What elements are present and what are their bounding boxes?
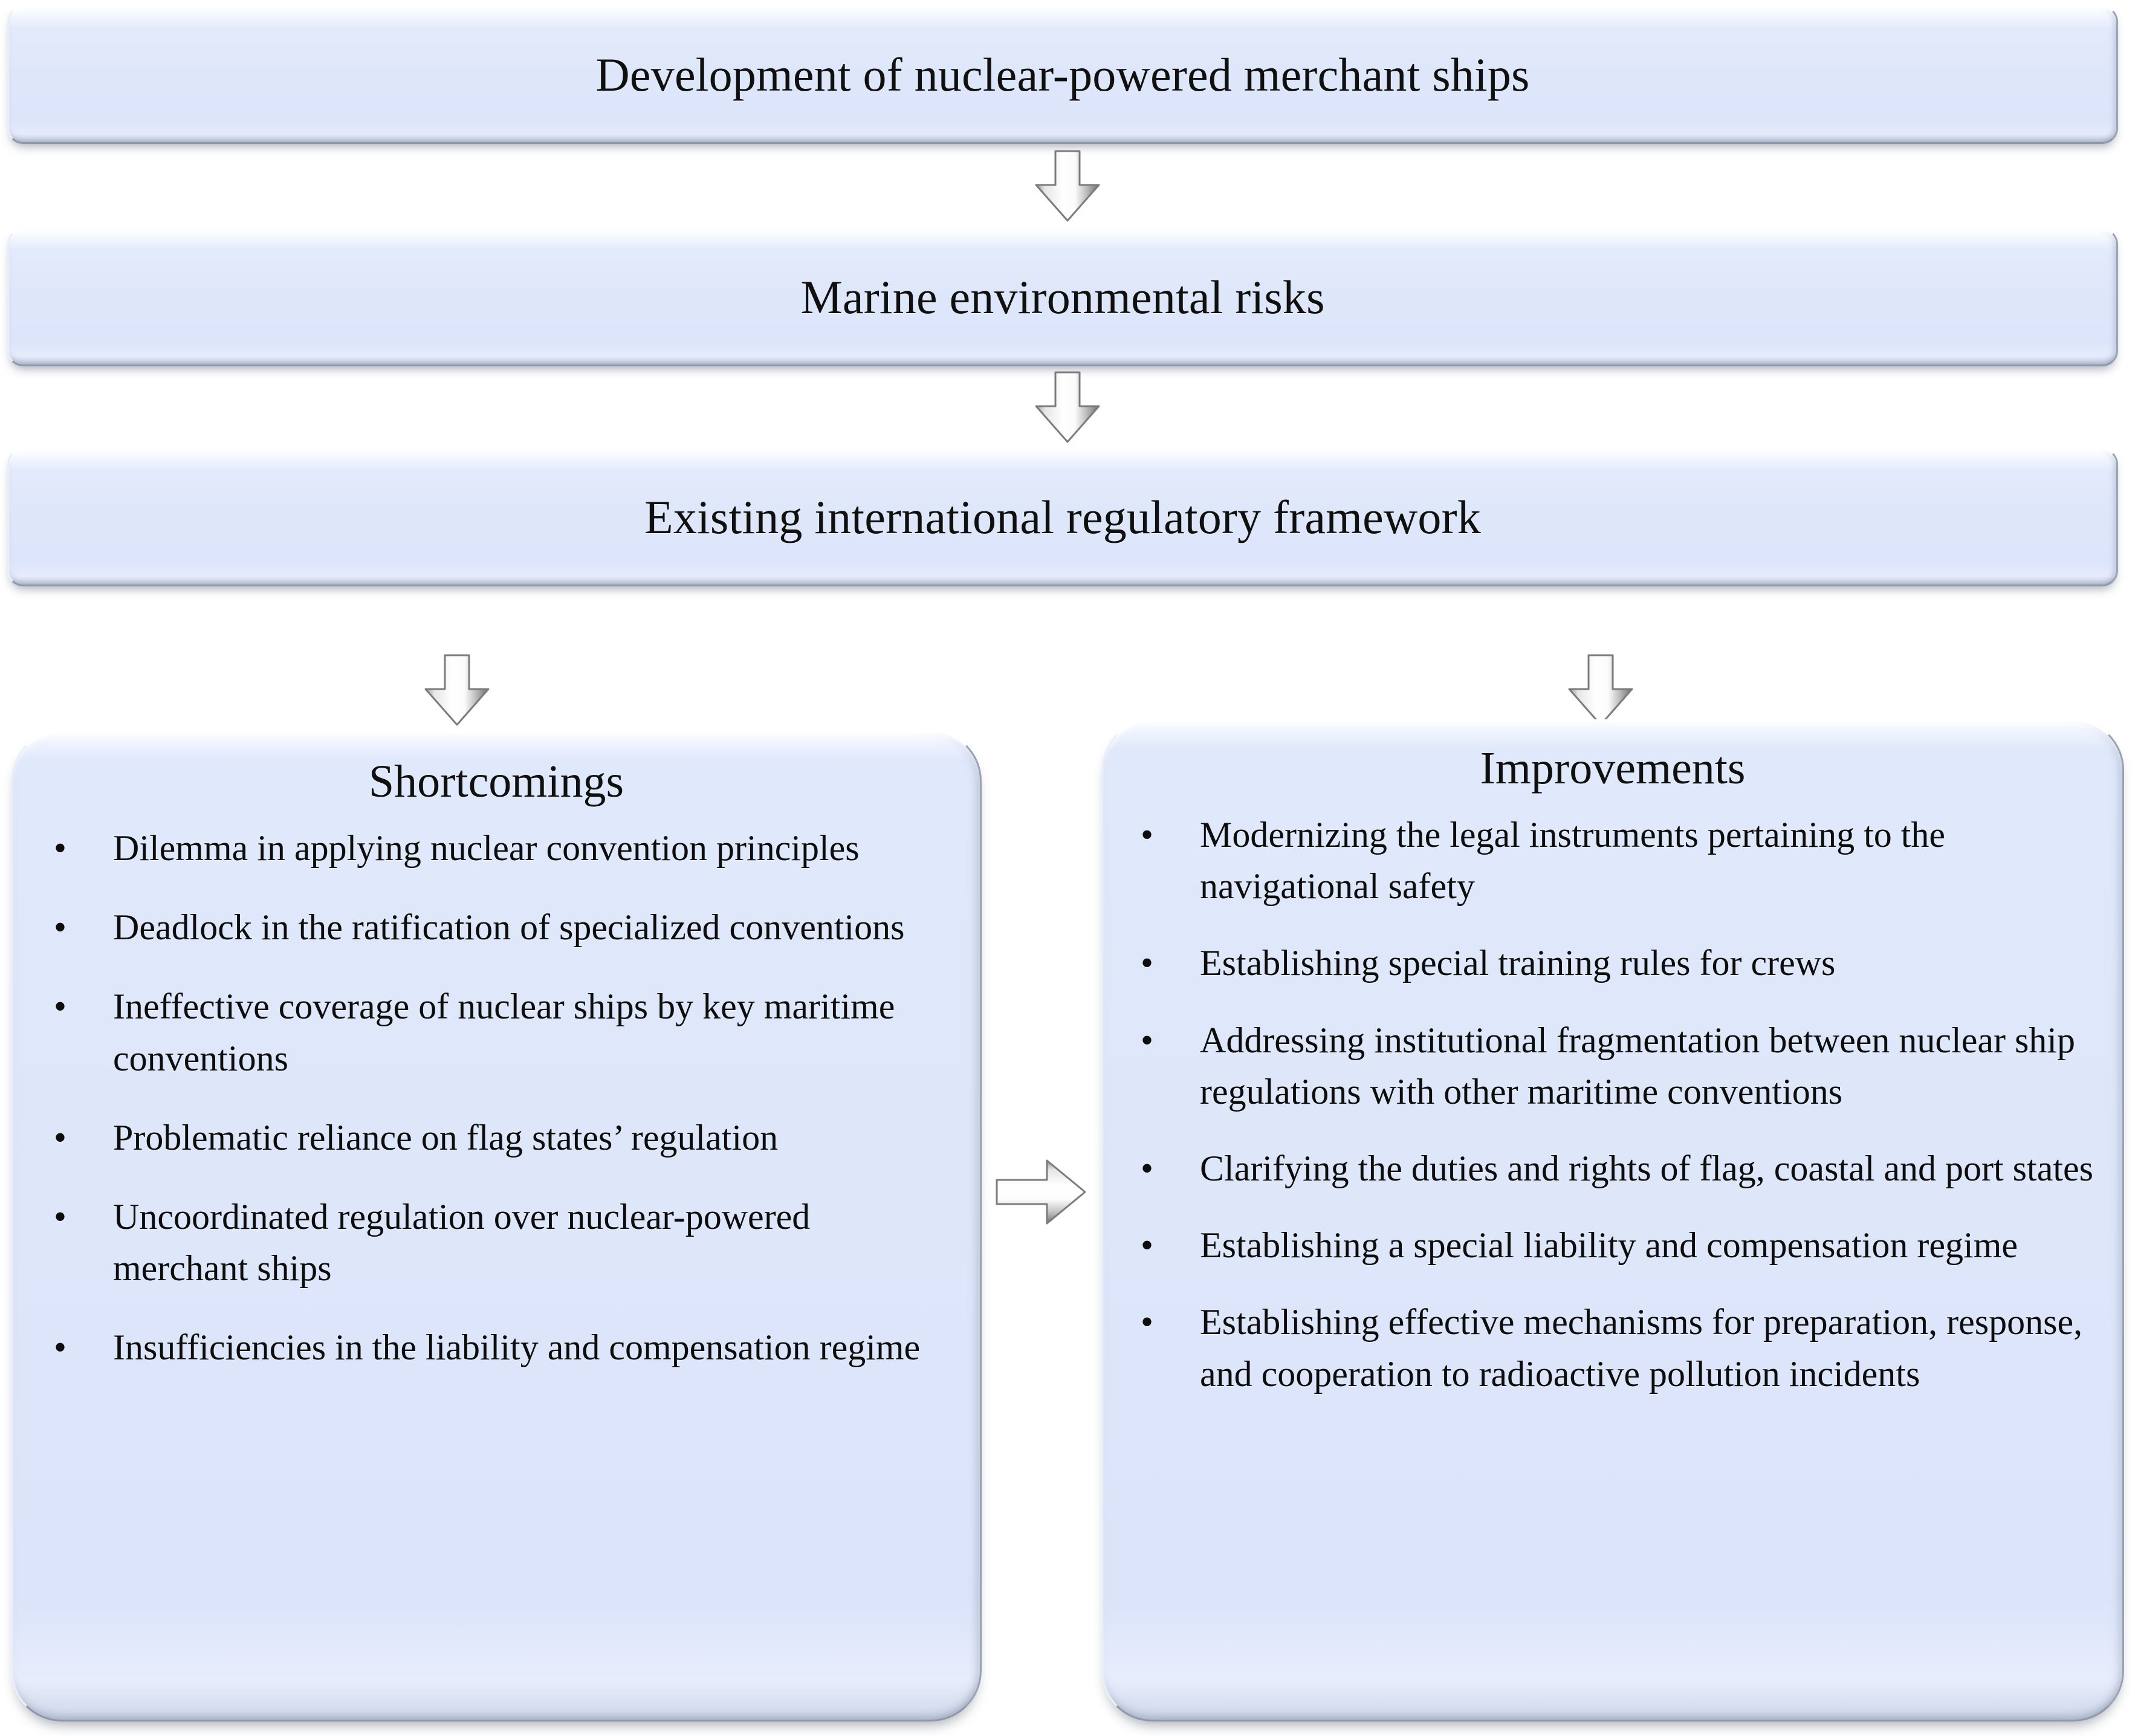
bullet-icon: •	[1141, 1302, 1154, 1342]
bullet-icon: •	[1141, 943, 1154, 983]
list-item-text: Problematic reliance on flag states’ reg…	[113, 1117, 779, 1158]
list-item: • Establishing a special liability and co…	[1127, 1220, 2095, 1271]
bullet-icon: •	[54, 828, 67, 868]
arrow-risks-to-framework	[1028, 371, 1107, 444]
bullet-icon: •	[1141, 1225, 1154, 1266]
list-item: • Ineffective coverage of nuclear ships b…	[40, 981, 947, 1084]
panel-improvements-title: Improvements	[1480, 743, 1746, 794]
panel-shortcomings: Shortcomings • Dilemma in applying nuclea…	[11, 730, 982, 1721]
bullet-icon: •	[1141, 1020, 1154, 1060]
bullet-icon: •	[54, 986, 67, 1027]
list-item: • Uncoordinated regulation over nuclear-p…	[40, 1191, 947, 1294]
list-item-text: Modernizing the legal instruments pertai…	[1200, 815, 1946, 907]
improvements-list: • Modernizing the legal instruments perta…	[1103, 809, 2122, 1400]
list-item-text: Establishing special training rules for …	[1200, 943, 1836, 983]
node-marine-risks-label: Marine environmental risks	[800, 271, 1325, 324]
shortcomings-list: • Dilemma in applying nuclear convention …	[13, 823, 980, 1374]
list-item-text: Insufficiencies in the liability and com…	[113, 1327, 921, 1368]
list-item-text: Uncoordinated regulation over nuclear-po…	[113, 1196, 811, 1289]
panel-shortcomings-title: Shortcomings	[368, 756, 624, 807]
list-item-text: Clarifying the duties and rights of flag…	[1200, 1148, 2093, 1188]
list-item-text: Deadlock in the ratification of speciali…	[113, 907, 905, 948]
list-item-text: Establishing a special liability and com…	[1200, 1225, 2018, 1266]
node-regulatory-framework-label: Existing international regulatory framew…	[644, 491, 1481, 544]
list-item: • Deadlock in the ratification of special…	[40, 902, 947, 953]
list-item: • Modernizing the legal instruments perta…	[1127, 809, 2095, 912]
arrow-shortcomings-to-improvements	[995, 1156, 1087, 1228]
arrow-framework-to-improvements	[1561, 654, 1641, 727]
bullet-icon: •	[54, 1117, 67, 1158]
node-marine-risks: Marine environmental risks	[7, 228, 2118, 366]
list-item-text: Establishing effective mechanisms for pr…	[1200, 1302, 2083, 1394]
list-item-text: Dilemma in applying nuclear convention p…	[113, 828, 860, 868]
list-item: • Addressing institutional fragmentation …	[1127, 1015, 2095, 1118]
bullet-icon: •	[1141, 1148, 1154, 1188]
list-item: • Problematic reliance on flag states’ re…	[40, 1112, 947, 1164]
list-item-text: Ineffective coverage of nuclear ships by…	[113, 986, 895, 1078]
bullet-icon: •	[54, 1327, 67, 1368]
bullet-icon: •	[54, 907, 67, 948]
bullet-icon: •	[1141, 815, 1154, 855]
node-development-label: Development of nuclear-powered merchant …	[595, 48, 1530, 102]
node-regulatory-framework: Existing international regulatory framew…	[7, 449, 2118, 586]
panel-improvements: Improvements • Modernizing the legal inst…	[1101, 719, 2124, 1721]
bullet-icon: •	[54, 1196, 67, 1237]
node-development: Development of nuclear-powered merchant …	[7, 6, 2118, 144]
arrow-framework-to-shortcomings	[417, 654, 497, 727]
list-item-text: Addressing institutional fragmentation b…	[1200, 1020, 2075, 1112]
arrow-development-to-risks	[1028, 150, 1107, 222]
list-item: • Establishing special training rules for…	[1127, 938, 2095, 989]
list-item: • Establishing effective mechanisms for p…	[1127, 1297, 2095, 1399]
list-item: • Insufficiencies in the liability and co…	[40, 1322, 947, 1373]
list-item: • Dilemma in applying nuclear convention …	[40, 823, 947, 874]
list-item: • Clarifying the duties and rights of fla…	[1127, 1143, 2095, 1194]
